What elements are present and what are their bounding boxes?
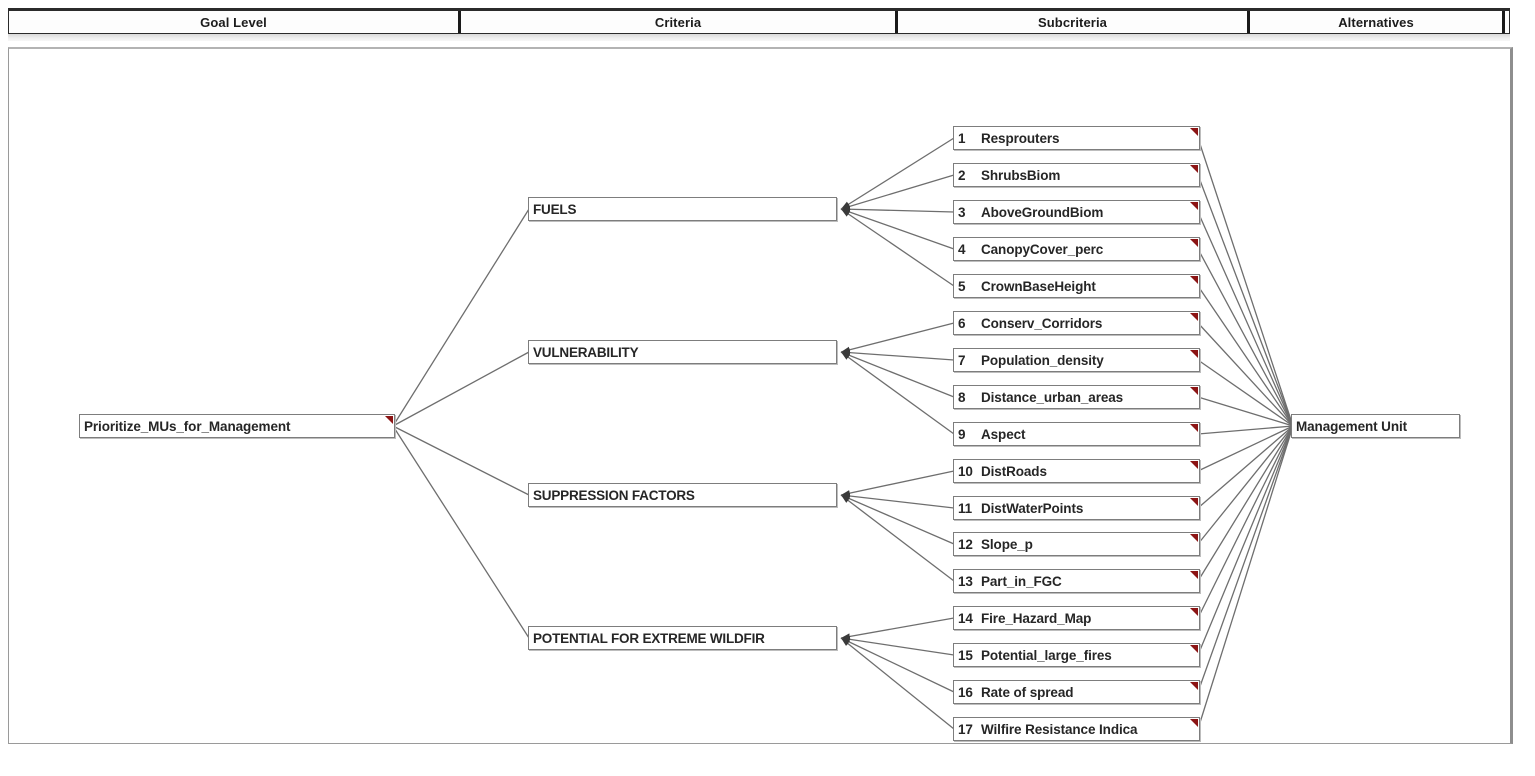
note-flag-icon (1190, 461, 1198, 469)
subcriteria-node-index: 7 (958, 352, 966, 368)
subcriteria-node-index: 15 (958, 647, 973, 663)
note-flag-icon (1190, 608, 1198, 616)
subcriteria-node[interactable]: 8 Distance_urban_areas (953, 385, 1200, 409)
subcriteria-node-index: 16 (958, 684, 973, 700)
column-header-subcriteria-label: Subcriteria (1037, 14, 1107, 30)
subcriteria-node-label: Wilfire Resistance Indica (981, 721, 1138, 737)
subcriteria-node-index: 14 (958, 610, 973, 626)
subcriteria-node-index: 17 (958, 721, 973, 737)
note-flag-icon (1190, 313, 1198, 321)
column-header-subcriteria[interactable]: Subcriteria (898, 11, 1250, 33)
subcriteria-node-label: Conserv_Corridors (981, 315, 1103, 331)
note-flag-icon (1190, 165, 1198, 173)
subcriteria-node-label: DistRoads (981, 463, 1047, 479)
header-divider (8, 34, 1510, 41)
subcriteria-node-index: 11 (958, 500, 973, 516)
subcriteria-node-index: 4 (958, 241, 966, 257)
subcriteria-node-label: Distance_urban_areas (981, 389, 1124, 405)
column-header-spacer (1505, 11, 1509, 33)
subcriteria-node-index: 3 (958, 204, 966, 220)
note-flag-icon (1190, 571, 1198, 579)
subcriteria-node-label: Rate of spread (981, 684, 1074, 700)
alternative-node-label: Management Unit (1296, 418, 1408, 434)
subcriteria-node-label: Slope_p (981, 536, 1033, 552)
subcriteria-node[interactable]: 3 AboveGroundBiom (953, 200, 1200, 224)
subcriteria-node-index: 9 (958, 426, 966, 442)
subcriteria-node[interactable]: 5 CrownBaseHeight (953, 274, 1200, 298)
column-header-bar: Goal Level Criteria Subcriteria Alternat… (8, 8, 1510, 34)
note-flag-icon (1190, 424, 1198, 432)
note-flag-icon (1190, 682, 1198, 690)
subcriteria-node[interactable]: 6 Conserv_Corridors (953, 311, 1200, 335)
subcriteria-node[interactable]: 14 Fire_Hazard_Map (953, 606, 1200, 630)
note-flag-icon (1190, 498, 1198, 506)
subcriteria-node[interactable]: 4 CanopyCover_perc (953, 237, 1200, 261)
subcriteria-node[interactable]: 13 Part_in_FGC (953, 569, 1200, 593)
subcriteria-node-label: Part_in_FGC (981, 573, 1062, 589)
subcriteria-node-index: 1 (958, 130, 966, 146)
criteria-node-potential-extreme-wildfire[interactable]: POTENTIAL FOR EXTREME WILDFIR (528, 626, 837, 650)
goal-node[interactable]: Prioritize_MUs_for_Management (79, 414, 395, 438)
subcriteria-node-label: Fire_Hazard_Map (981, 610, 1092, 626)
note-flag-icon (1190, 350, 1198, 358)
note-flag-icon (1190, 645, 1198, 653)
criteria-node-suppression-factors[interactable]: SUPPRESSION FACTORS (528, 483, 837, 507)
subcriteria-node[interactable]: 1 Resprouters (953, 126, 1200, 150)
subcriteria-node[interactable]: 2 ShrubsBiom (953, 163, 1200, 187)
subcriteria-node[interactable]: 12 Slope_p (953, 532, 1200, 556)
subcriteria-node-label: Resprouters (981, 130, 1060, 146)
subcriteria-node-label: Population_density (981, 352, 1104, 368)
column-header-alternatives-label: Alternatives (1338, 14, 1414, 30)
subcriteria-node[interactable]: 9 Aspect (953, 422, 1200, 446)
column-header-goal-level[interactable]: Goal Level (9, 11, 461, 33)
subcriteria-node[interactable]: 17 Wilfire Resistance Indica (953, 717, 1200, 741)
note-flag-icon (1190, 719, 1198, 727)
column-header-criteria[interactable]: Criteria (461, 11, 898, 33)
alternative-node-management-unit[interactable]: Management Unit (1291, 414, 1460, 438)
note-flag-icon (385, 416, 393, 424)
subcriteria-node[interactable]: 16 Rate of spread (953, 680, 1200, 704)
column-header-goal-level-label: Goal Level (200, 14, 267, 30)
subcriteria-node[interactable]: 11 DistWaterPoints (953, 496, 1200, 520)
subcriteria-node-label: CrownBaseHeight (981, 278, 1096, 294)
criteria-node-label: SUPPRESSION FACTORS (533, 487, 695, 503)
subcriteria-node-index: 13 (958, 573, 973, 589)
subcriteria-node-label: Potential_large_fires (981, 647, 1112, 663)
subcriteria-node-label: AboveGroundBiom (981, 204, 1104, 220)
subcriteria-node-index: 6 (958, 315, 966, 331)
criteria-node-label: POTENTIAL FOR EXTREME WILDFIR (533, 630, 765, 646)
subcriteria-node-label: CanopyCover_perc (981, 241, 1104, 257)
subcriteria-node[interactable]: 10 DistRoads (953, 459, 1200, 483)
subcriteria-node-index: 2 (958, 167, 966, 183)
subcriteria-node-label: Aspect (981, 426, 1026, 442)
subcriteria-node[interactable]: 7 Population_density (953, 348, 1200, 372)
note-flag-icon (1190, 276, 1198, 284)
column-header-criteria-label: Criteria (654, 14, 702, 30)
goal-node-label: Prioritize_MUs_for_Management (84, 418, 291, 434)
criteria-node-fuels[interactable]: FUELS (528, 197, 837, 221)
subcriteria-node-index: 10 (958, 463, 973, 479)
hierarchy-canvas[interactable]: Prioritize_MUs_for_Management FUELS VULN… (8, 47, 1513, 744)
note-flag-icon (1190, 534, 1198, 542)
note-flag-icon (1190, 387, 1198, 395)
subcriteria-node-label: DistWaterPoints (981, 500, 1084, 516)
subcriteria-node-index: 5 (958, 278, 966, 294)
criteria-node-vulnerability[interactable]: VULNERABILITY (528, 340, 837, 364)
criteria-node-label: VULNERABILITY (533, 344, 639, 360)
note-flag-icon (1190, 128, 1198, 136)
subcriteria-node-label: ShrubsBiom (981, 167, 1061, 183)
criteria-node-label: FUELS (533, 201, 577, 217)
subcriteria-node[interactable]: 15 Potential_large_fires (953, 643, 1200, 667)
subcriteria-node-index: 8 (958, 389, 966, 405)
note-flag-icon (1190, 202, 1198, 210)
column-header-alternatives[interactable]: Alternatives (1250, 11, 1505, 33)
note-flag-icon (1190, 239, 1198, 247)
subcriteria-node-index: 12 (958, 536, 973, 552)
